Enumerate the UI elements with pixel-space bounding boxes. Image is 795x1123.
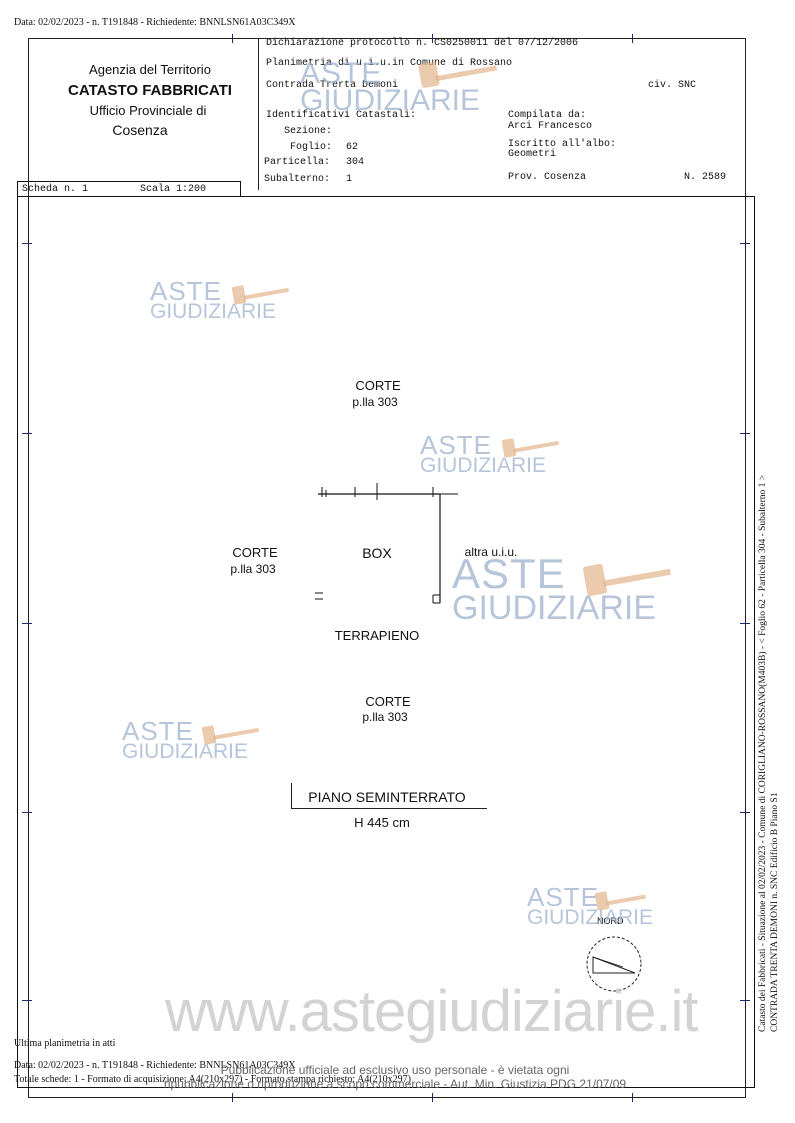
ufficio-label: Ufficio Provinciale di — [89, 103, 207, 118]
piano-label: PIANO SEMINTERRATO — [308, 789, 466, 805]
edge-tick — [632, 34, 633, 43]
subalterno-label: Subalterno: — [264, 174, 331, 185]
terrapieno-label: TERRAPIENO — [334, 628, 420, 643]
side-address-info: CONTRADA TRENTA DEMONI n. SNC Edificio B… — [770, 792, 780, 1032]
nord-label: NORD — [597, 916, 624, 926]
box-label: BOX — [362, 545, 392, 561]
edge-tick — [22, 1000, 32, 1001]
gavel-icon — [418, 62, 498, 88]
identificativi-label: Identificativi Catastali: — [266, 110, 417, 121]
sezione-label: Sezione: — [284, 126, 333, 137]
edge-tick — [432, 1093, 433, 1102]
altezza-label: H 445 cm — [354, 815, 410, 830]
gavel-icon — [201, 725, 259, 745]
gavel-icon — [583, 563, 671, 597]
scheda-number: Scheda n. 1 — [22, 184, 89, 195]
particella-label: Particella: — [264, 157, 331, 168]
gavel-icon — [594, 891, 647, 911]
edge-tick — [740, 812, 750, 813]
edge-tick — [740, 433, 750, 434]
altra-uiu-label: altra u.i.u. — [464, 545, 518, 559]
edge-tick — [22, 243, 32, 244]
corte-bottom-parcel: p.lla 303 — [362, 710, 408, 724]
piano-bracket-left — [291, 783, 292, 809]
ultima-planimetria: Ultima planimetria in atti — [14, 1038, 116, 1049]
iscritto-value: Geometri — [508, 149, 557, 160]
corte-top-parcel: p.lla 303 — [352, 395, 398, 409]
piano-underline — [291, 808, 487, 809]
gavel-icon — [501, 438, 559, 458]
gavel-icon — [231, 285, 289, 305]
subalterno-value: 1 — [346, 174, 353, 185]
edge-tick — [22, 812, 32, 813]
declaration: Dichiarazione protocollo n. CS0250011 de… — [266, 38, 579, 49]
edge-tick — [232, 34, 233, 43]
scala: Scala 1:200 — [140, 184, 207, 195]
site-watermark: www.astegiudiziarie.it — [165, 979, 698, 1044]
side-cadastral-info: Catasto dei Fabbricati - Situazione al 0… — [758, 474, 768, 1032]
address: Contrada Trerta Demoni — [266, 80, 399, 91]
foglio-label: Foglio: — [290, 142, 333, 153]
header-divider — [258, 38, 259, 190]
catasto-title: CATASTO FABBRICATI — [68, 82, 232, 99]
edge-tick — [232, 1093, 233, 1102]
top-request-info: Data: 02/02/2023 - n. T191848 - Richiede… — [14, 17, 296, 28]
agency-name: Agenzia del Territorio — [89, 62, 211, 77]
edge-tick — [740, 623, 750, 624]
civic-number: civ. SNC — [648, 80, 697, 91]
drawing-frame — [17, 196, 755, 1088]
edge-tick — [22, 623, 32, 624]
footer-request-info: Data: 02/02/2023 - n. T191848 - Richiede… — [14, 1060, 296, 1071]
corte-bottom-label: CORTE — [365, 694, 411, 709]
compilata-label: Compilata da: — [508, 110, 587, 121]
edge-tick — [432, 34, 433, 43]
footer-totale-schede: Totale schede: 1 - Formato di acquisizio… — [14, 1074, 411, 1085]
floor-plan-drawing — [315, 483, 458, 604]
albo-number: N. 2589 — [684, 172, 727, 183]
edge-tick — [740, 1000, 750, 1001]
foglio-value: 62 — [346, 142, 359, 153]
planimetry: Planimetria di u.i.u.in Comune di Rossan… — [266, 58, 513, 69]
frame-bottom — [28, 1097, 746, 1098]
provincia: Prov. Cosenza — [508, 172, 587, 183]
corte-top-label: CORTE — [355, 378, 401, 393]
edge-tick — [22, 433, 32, 434]
edge-tick — [632, 1093, 633, 1102]
compilata-value: Arci Francesco — [508, 121, 593, 132]
scheda-box — [17, 181, 241, 197]
particella-value: 304 — [346, 157, 365, 168]
frame-top — [28, 38, 745, 39]
frame-right — [745, 38, 746, 1098]
corte-left-parcel: p.lla 303 — [230, 562, 276, 576]
edge-tick — [740, 243, 750, 244]
north-arrow-icon — [586, 936, 642, 992]
publication-notice-1: Pubblicazione ufficiale ad esclusivo uso… — [220, 1063, 570, 1077]
ufficio-city: Cosenza — [112, 122, 168, 138]
frame-left — [28, 38, 29, 1098]
corte-left-label: CORTE — [232, 545, 278, 560]
publication-notice-2: ripubblicazione o riproduzione a scopo c… — [163, 1077, 627, 1091]
iscritto-label: Iscritto all'albo: — [508, 139, 617, 150]
